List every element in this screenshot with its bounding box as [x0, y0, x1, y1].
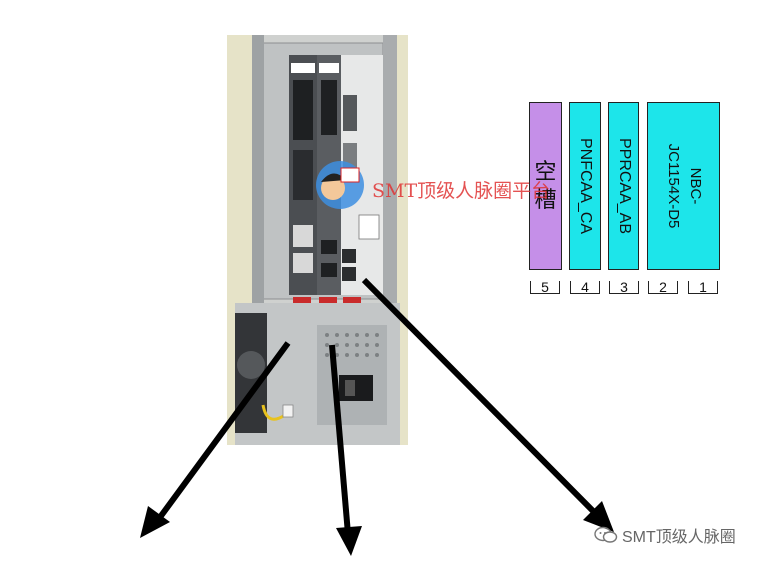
slot-4-label: PNFCAA_CA: [577, 137, 594, 235]
controller-photo: [227, 35, 408, 445]
slot-5: 空 槽: [529, 102, 562, 270]
slot-4: PNFCAA_CA: [569, 102, 601, 270]
slot-5-label: 空 槽: [534, 159, 557, 212]
corner-watermark: SMT顶级人脉圈: [594, 523, 736, 547]
watermark-text: SMT顶级人脉圈平台: [372, 180, 551, 202]
wechat-icon: [594, 526, 618, 543]
slot-number-5: 5: [530, 280, 560, 294]
slot-number-3: 3: [609, 280, 639, 294]
slot-2-1: NBC- JC1154X-D5: [647, 102, 720, 270]
slot-3-label: PPRCAA_AB: [615, 137, 633, 235]
slot-3: PPRCAA_AB: [608, 102, 639, 270]
slot-2-label: NBC- JC1154X-D5: [664, 143, 704, 229]
slot-number-2: 2: [648, 280, 678, 294]
slot-number-1: 1: [688, 280, 718, 294]
slot-number-4: 4: [570, 280, 600, 294]
corner-watermark-label: SMT顶级人脉圈: [622, 529, 736, 546]
